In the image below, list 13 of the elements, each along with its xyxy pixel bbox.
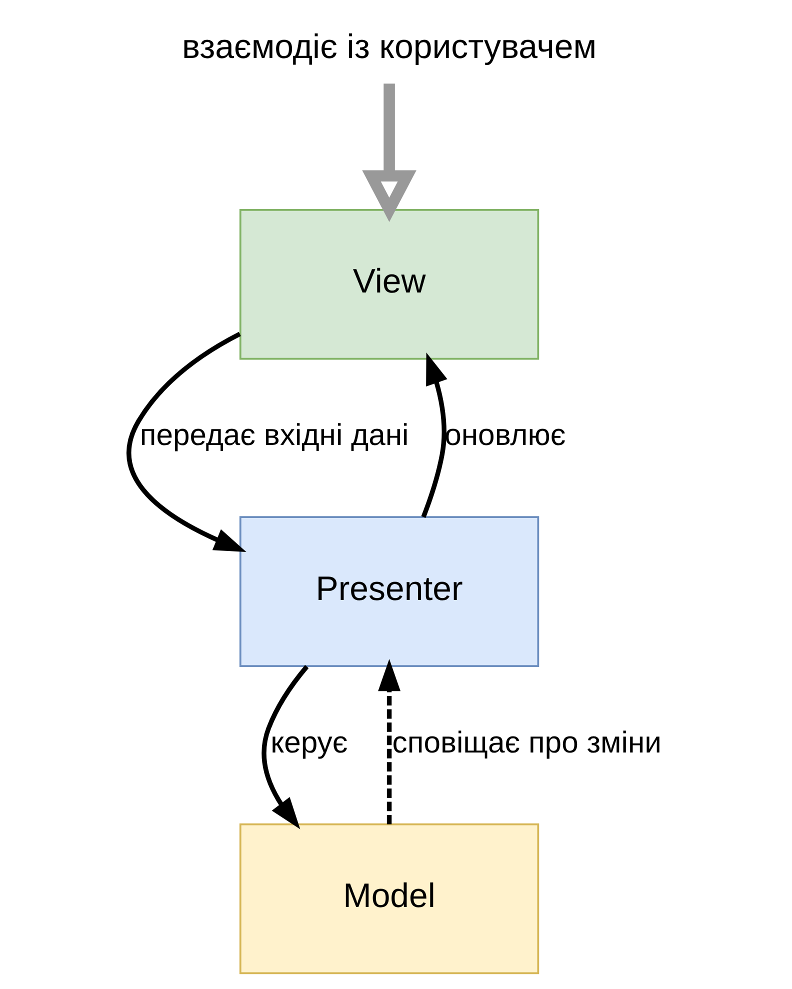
node-box: Presenter [238, 516, 539, 667]
arrow [378, 659, 400, 824]
edge-label: керує [270, 726, 348, 760]
edge-label: сповіщає про зміни [392, 726, 661, 760]
arrow [261, 665, 308, 830]
node-text: взаємодіє із користувачем [182, 28, 596, 66]
edge-label: передає вхідні дані [139, 419, 408, 452]
arrow [420, 352, 447, 518]
node-box: Model [238, 823, 539, 974]
edge-label: оновлює [444, 419, 566, 452]
arrow [362, 84, 416, 222]
arrow [126, 332, 246, 552]
node-box: View [238, 208, 539, 360]
